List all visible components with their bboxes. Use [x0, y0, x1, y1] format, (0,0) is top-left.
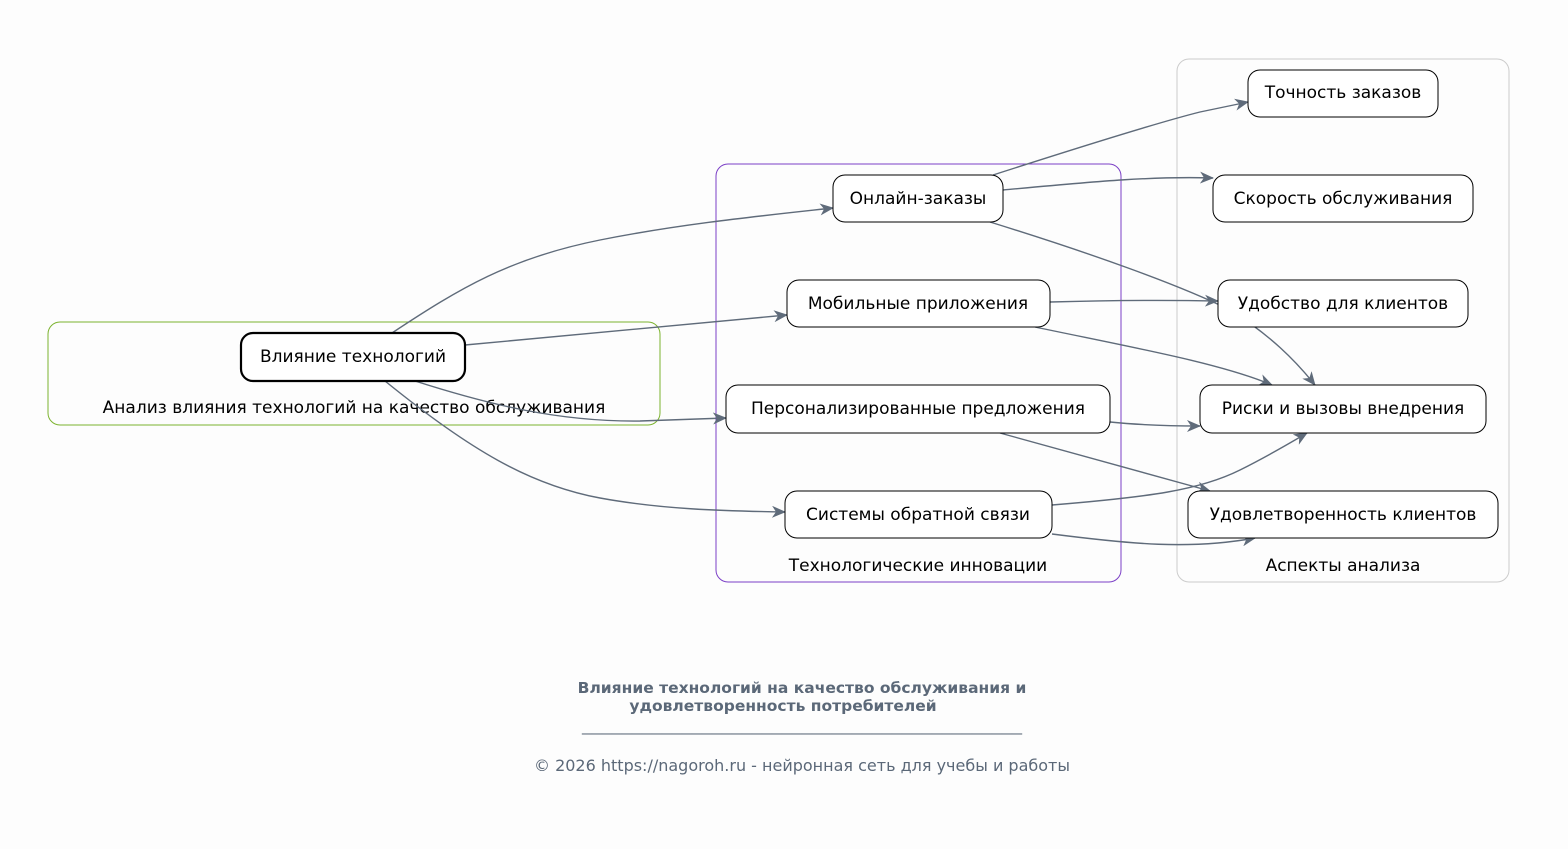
node-mobile-label: Мобильные приложения	[808, 294, 1028, 314]
edge-personal-risks	[1109, 419, 1201, 432]
node-convenience-label: Удобство для клиентов	[1238, 294, 1448, 314]
node-accuracy[interactable]: Точность заказов	[1247, 69, 1439, 118]
cluster-innovations: Технологические инновации	[715, 163, 1122, 583]
edge-online-accuracy	[992, 98, 1249, 176]
edge-mobile-convenience	[1049, 294, 1219, 307]
node-satisfaction-label: Удовлетворенность клиентов	[1210, 505, 1477, 525]
node-risks[interactable]: Риски и вызовы внедрения	[1199, 384, 1487, 434]
node-root-label: Влияние технологий	[260, 347, 446, 367]
cluster-innovations-label: Технологические инновации	[788, 556, 1047, 576]
node-online-label: Онлайн-заказы	[850, 189, 987, 209]
edge-feedback-risks	[1051, 432, 1308, 506]
footer-title-line2: удовлетворенность потребителей	[629, 697, 936, 715]
edge-mobile-risks	[1034, 326, 1273, 386]
cluster-aspects-label: Аспекты анализа	[1266, 556, 1421, 576]
edge-root-personal	[414, 380, 727, 425]
node-personal[interactable]: Персонализированные предложения	[725, 384, 1111, 434]
cluster-analysis: Анализ влияния технологий на качество об…	[47, 321, 661, 426]
edge-feedback-satisfaction	[1051, 533, 1256, 547]
footer-title-line1: Влияние технологий на качество обслужива…	[578, 679, 1027, 697]
node-online[interactable]: Онлайн-заказы	[832, 174, 1004, 223]
node-mobile[interactable]: Мобильные приложения	[786, 279, 1051, 328]
cluster-analysis-label: Анализ влияния технологий на качество об…	[103, 398, 606, 418]
footer-copyright: © 2026 https://nagoroh.ru - нейронная се…	[534, 756, 1070, 775]
node-feedback-label: Системы обратной связи	[806, 505, 1030, 525]
edge-root-online	[391, 203, 834, 334]
node-feedback[interactable]: Системы обратной связи	[784, 490, 1053, 539]
node-root[interactable]: Влияние технологий	[239, 331, 467, 383]
edge-root-mobile	[464, 310, 788, 346]
edge-root-feedback	[384, 380, 786, 518]
node-personal-label: Персонализированные предложения	[751, 399, 1085, 419]
cluster-aspects: Аспекты анализа	[1176, 58, 1510, 583]
edges	[384, 98, 1316, 547]
node-accuracy-label: Точность заказов	[1264, 83, 1422, 103]
node-satisfaction[interactable]: Удовлетворенность клиентов	[1187, 490, 1499, 539]
node-speed-label: Скорость обслуживания	[1234, 189, 1453, 209]
node-convenience[interactable]: Удобство для клиентов	[1217, 279, 1469, 328]
edge-personal-satisfaction	[999, 432, 1211, 494]
node-speed[interactable]: Скорость обслуживания	[1212, 174, 1474, 223]
footer-divider: ________________________________________…	[581, 717, 1023, 736]
node-risks-label: Риски и вызовы внедрения	[1222, 399, 1465, 419]
footer: Влияние технологий на качество обслужива…	[534, 679, 1070, 775]
edge-online-speed	[1002, 171, 1214, 191]
